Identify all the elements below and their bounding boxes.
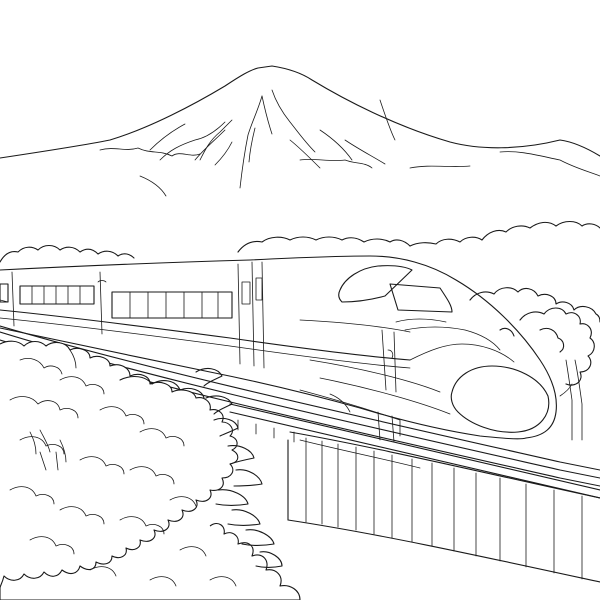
foreground-tree bbox=[0, 341, 300, 600]
bullet-train bbox=[0, 256, 556, 442]
mountain bbox=[0, 66, 600, 196]
distant-treeline bbox=[0, 222, 600, 263]
right-side-trees bbox=[470, 288, 600, 440]
